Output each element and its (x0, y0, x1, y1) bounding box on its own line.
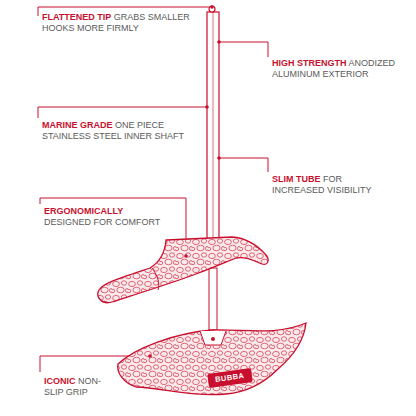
grip-collar (200, 331, 226, 345)
leader-line (40, 198, 186, 256)
callout: FLATTENED TIP GRABS SMALLER HOOKS MORE F… (42, 12, 207, 33)
callout-heading: SLIM TUBE (272, 174, 321, 184)
leader-dot (205, 105, 209, 109)
leader-line (219, 158, 268, 172)
lower-grip (118, 323, 306, 395)
callout: ICONIC NON-SLIP GRIP (44, 376, 119, 397)
callout: HIGH STRENGTH ANODIZED ALUMINUM EXTERIOR (272, 58, 412, 79)
callout: ERGONOMICALLY DESIGNED FOR COMFORT (44, 206, 167, 227)
callout: MARINE GRADE ONE PIECE STAINLESS STEEL I… (42, 120, 197, 141)
leader-dot (217, 40, 221, 44)
inner-shaft (213, 12, 214, 248)
aluminum-tube (207, 12, 219, 248)
callout-heading: ERGONOMICALLY (44, 206, 123, 216)
callout-heading: MARINE GRADE (42, 120, 113, 130)
callout: SLIM TUBE FOR INCREASED VISIBILITY (272, 174, 384, 195)
callout-heading: ICONIC (44, 376, 76, 386)
callout-heading: FLATTENED TIP (42, 12, 111, 22)
flattened-tip (209, 6, 215, 12)
rivet (211, 337, 215, 341)
callout-text: DESIGNED FOR COMFORT (44, 217, 160, 227)
callout-heading: HIGH STRENGTH (272, 58, 347, 68)
upper-grip (98, 237, 268, 303)
leader-dot (184, 254, 188, 258)
leader-line (219, 42, 268, 57)
grip-seam (152, 268, 159, 290)
leader-dot (217, 156, 221, 160)
inner-shaft (209, 268, 217, 330)
leader-line (38, 107, 207, 118)
logo-badge (207, 368, 253, 388)
leader-dot (210, 5, 214, 9)
leader-dot (148, 354, 152, 358)
